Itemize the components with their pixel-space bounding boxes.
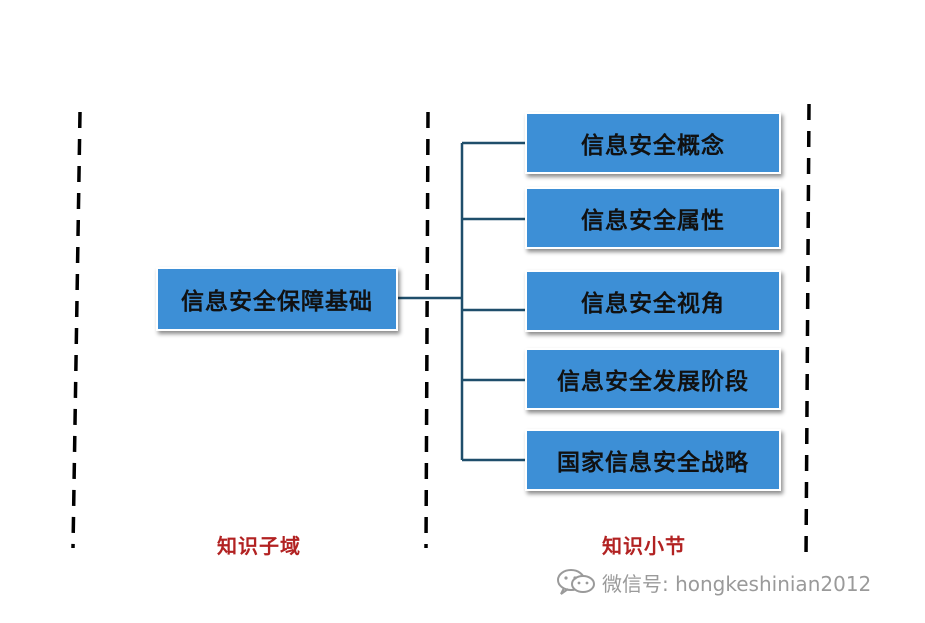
column-label-subdomain: 知识子域 [217, 534, 301, 558]
wechat-icon [556, 568, 596, 596]
root-node: 信息安全保障基础 [156, 267, 398, 331]
watermark: 微信号: hongkeshinian2012 [556, 567, 871, 597]
child-node-4: 信息安全发展阶段 [525, 348, 781, 410]
dashed-divider-left [71, 111, 82, 549]
watermark-text: 微信号: hongkeshinian2012 [602, 571, 872, 596]
child-node-5: 国家信息安全战略 [525, 429, 781, 491]
dashed-divider-middle [424, 111, 430, 549]
child-node-2: 信息安全属性 [525, 187, 781, 249]
child-node-1: 信息安全概念 [525, 112, 781, 174]
connector-tree [398, 141, 526, 462]
dashed-divider-right [804, 103, 811, 559]
column-label-section: 知识小节 [602, 534, 686, 558]
child-node-3: 信息安全视角 [525, 270, 781, 332]
